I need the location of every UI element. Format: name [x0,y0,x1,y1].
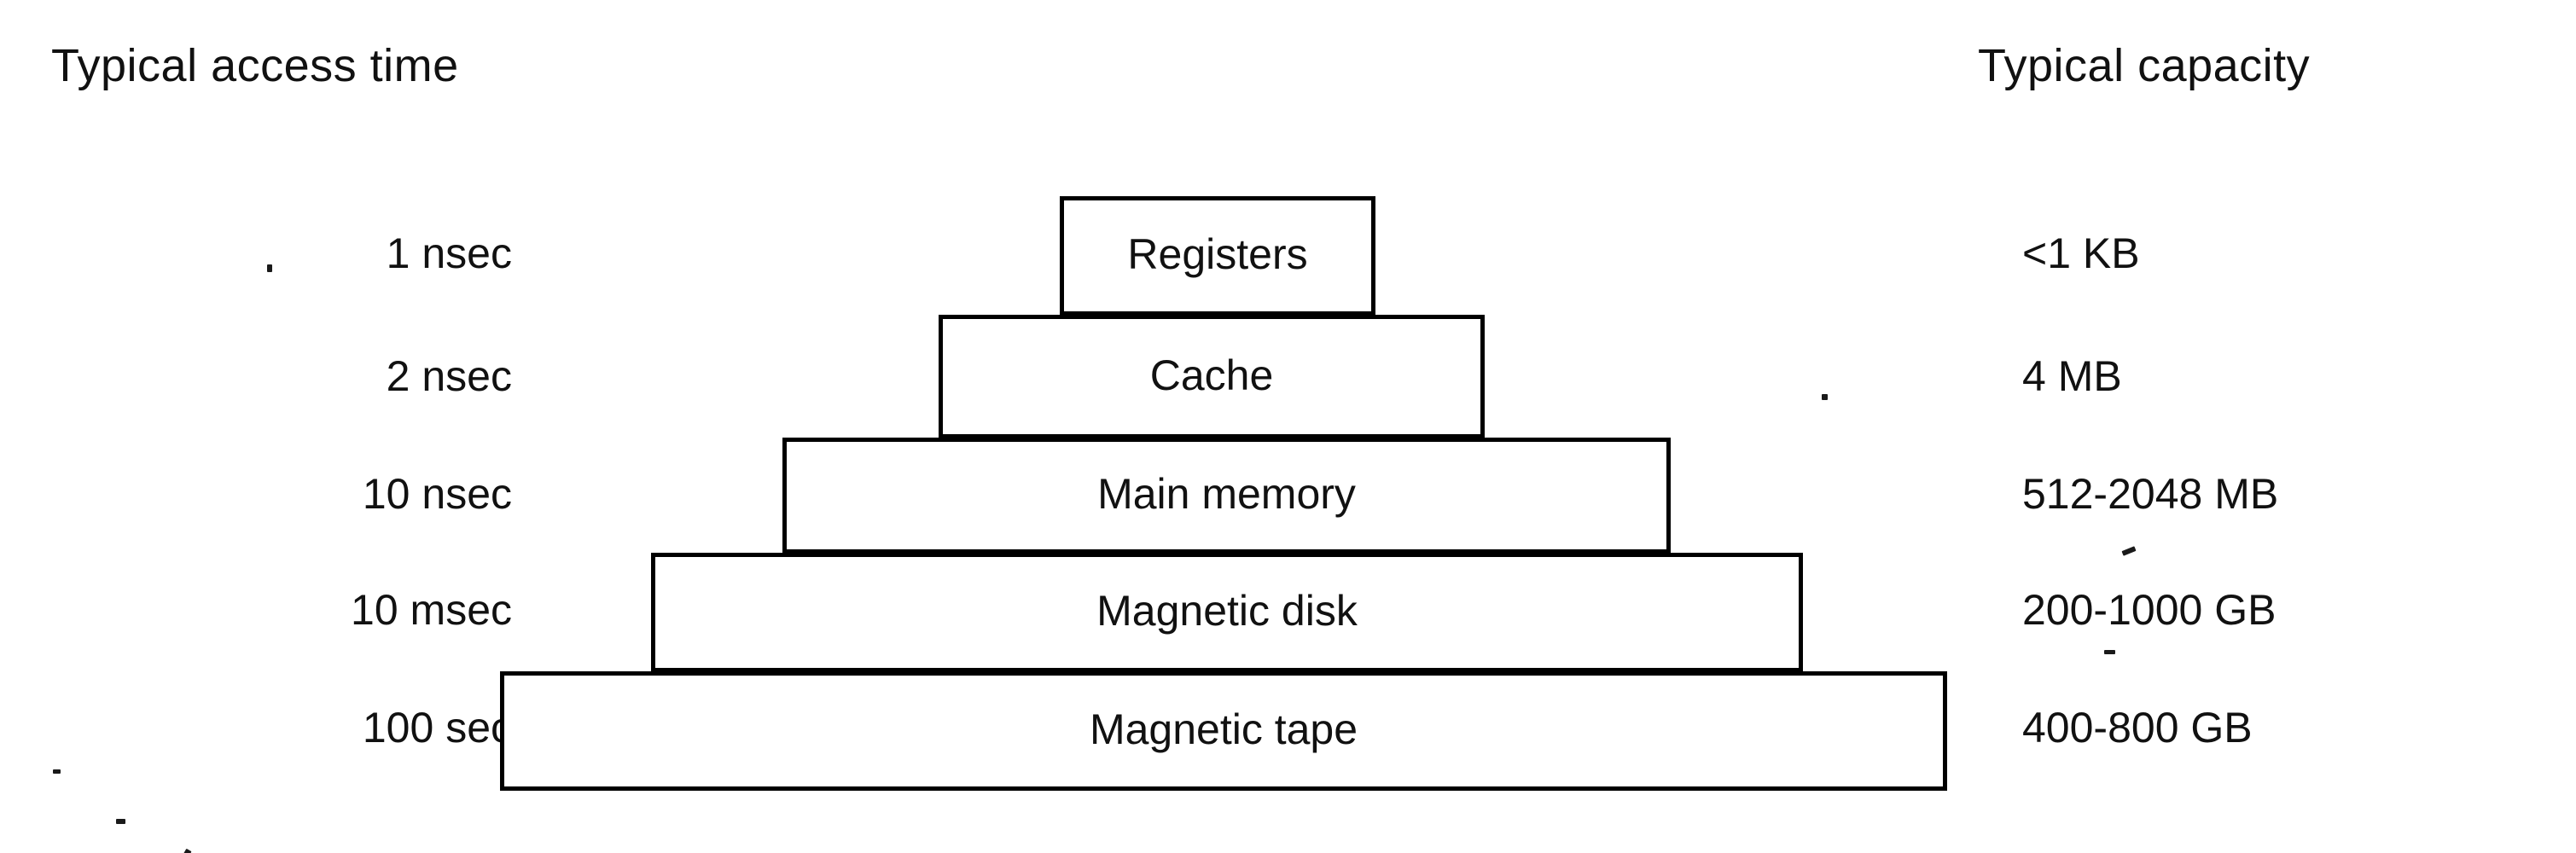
tier-label-magnetic-disk: Magnetic disk [1096,587,1358,635]
tier-magnetic-disk: Magnetic disk [651,553,1803,672]
capacity-magnetic-disk: 200-1000 GB [2022,586,2277,634]
tier-label-magnetic-tape: Magnetic tape [1089,705,1358,753]
access-time-cache: 2 nsec [386,352,512,400]
capacity-magnetic-tape: 400-800 GB [2022,704,2253,751]
scan-speckle [116,819,125,824]
capacity-column-heading: Typical capacity [1978,40,2311,91]
tier-registers: Registers [1060,196,1375,316]
capacity-cache: 4 MB [2022,352,2122,400]
access-time-registers: 1 nsec [386,229,512,277]
scan-speckle [1822,394,1828,400]
tier-cache: Cache [939,315,1485,438]
tier-label-cache: Cache [1149,351,1274,399]
access-time-magnetic-disk: 10 msec [351,586,512,634]
capacity-main-memory: 512-2048 MB [2022,470,2279,518]
tier-label-registers: Registers [1127,230,1308,278]
scan-speckle [53,769,61,774]
tier-main-memory: Main memory [782,438,1671,554]
access-time-magnetic-tape: 100 sec [362,704,512,751]
scan-speckle [267,264,272,272]
tier-magnetic-tape: Magnetic tape [500,671,1947,791]
scan-speckle [2104,650,2115,654]
access-time-main-memory: 10 nsec [362,470,512,518]
access-time-column-heading: Typical access time [51,40,459,91]
tier-label-main-memory: Main memory [1097,470,1356,518]
capacity-registers: <1 KB [2022,229,2140,277]
